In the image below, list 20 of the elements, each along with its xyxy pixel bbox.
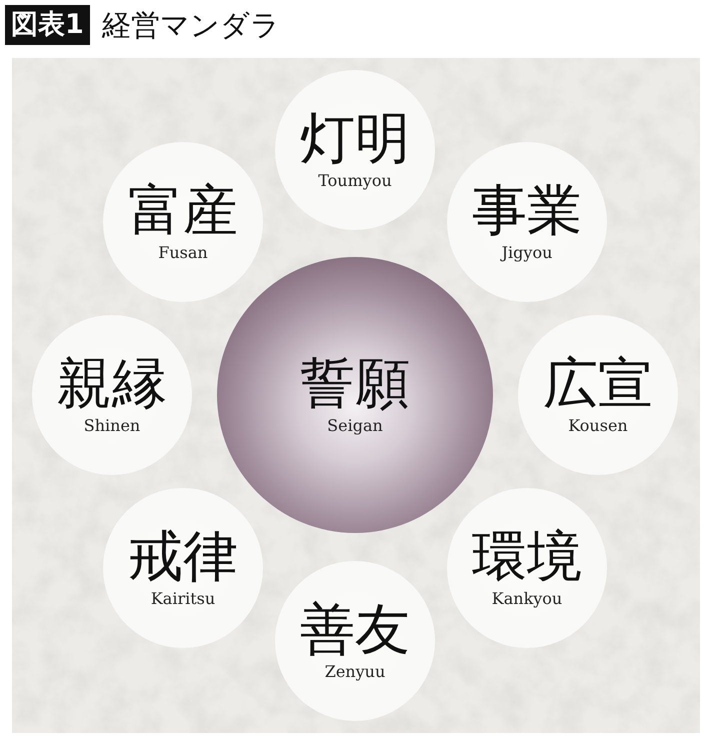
kanji-term: 灯明 bbox=[300, 110, 410, 166]
kanji-term: 誓願 bbox=[300, 356, 410, 411]
kanji-term: 富産 bbox=[128, 182, 238, 238]
kanji-term: 戒律 bbox=[128, 528, 238, 584]
romanized-reading: Kousen bbox=[568, 416, 628, 434]
figure-number-badge: 図表1 bbox=[5, 5, 90, 45]
romanized-reading: Seigan bbox=[327, 416, 383, 434]
romanized-reading: Zenyuu bbox=[324, 662, 386, 680]
chart-title: 経営マンダラ bbox=[102, 7, 280, 44]
romanized-reading: Toumyou bbox=[318, 172, 392, 190]
kanji-term: 環境 bbox=[472, 528, 582, 584]
kanji-term: 広宣 bbox=[543, 356, 653, 411]
kanji-term: 親縁 bbox=[57, 356, 167, 411]
romanized-reading: Jigyou bbox=[502, 244, 552, 262]
kanji-term: 事業 bbox=[472, 182, 582, 238]
romanized-reading: Kairitsu bbox=[150, 590, 216, 608]
romanized-reading: Kankyou bbox=[492, 590, 562, 608]
romanized-reading: Fusan bbox=[158, 244, 208, 262]
romanized-reading: Shinen bbox=[84, 416, 140, 434]
kanji-term: 善友 bbox=[300, 602, 410, 657]
